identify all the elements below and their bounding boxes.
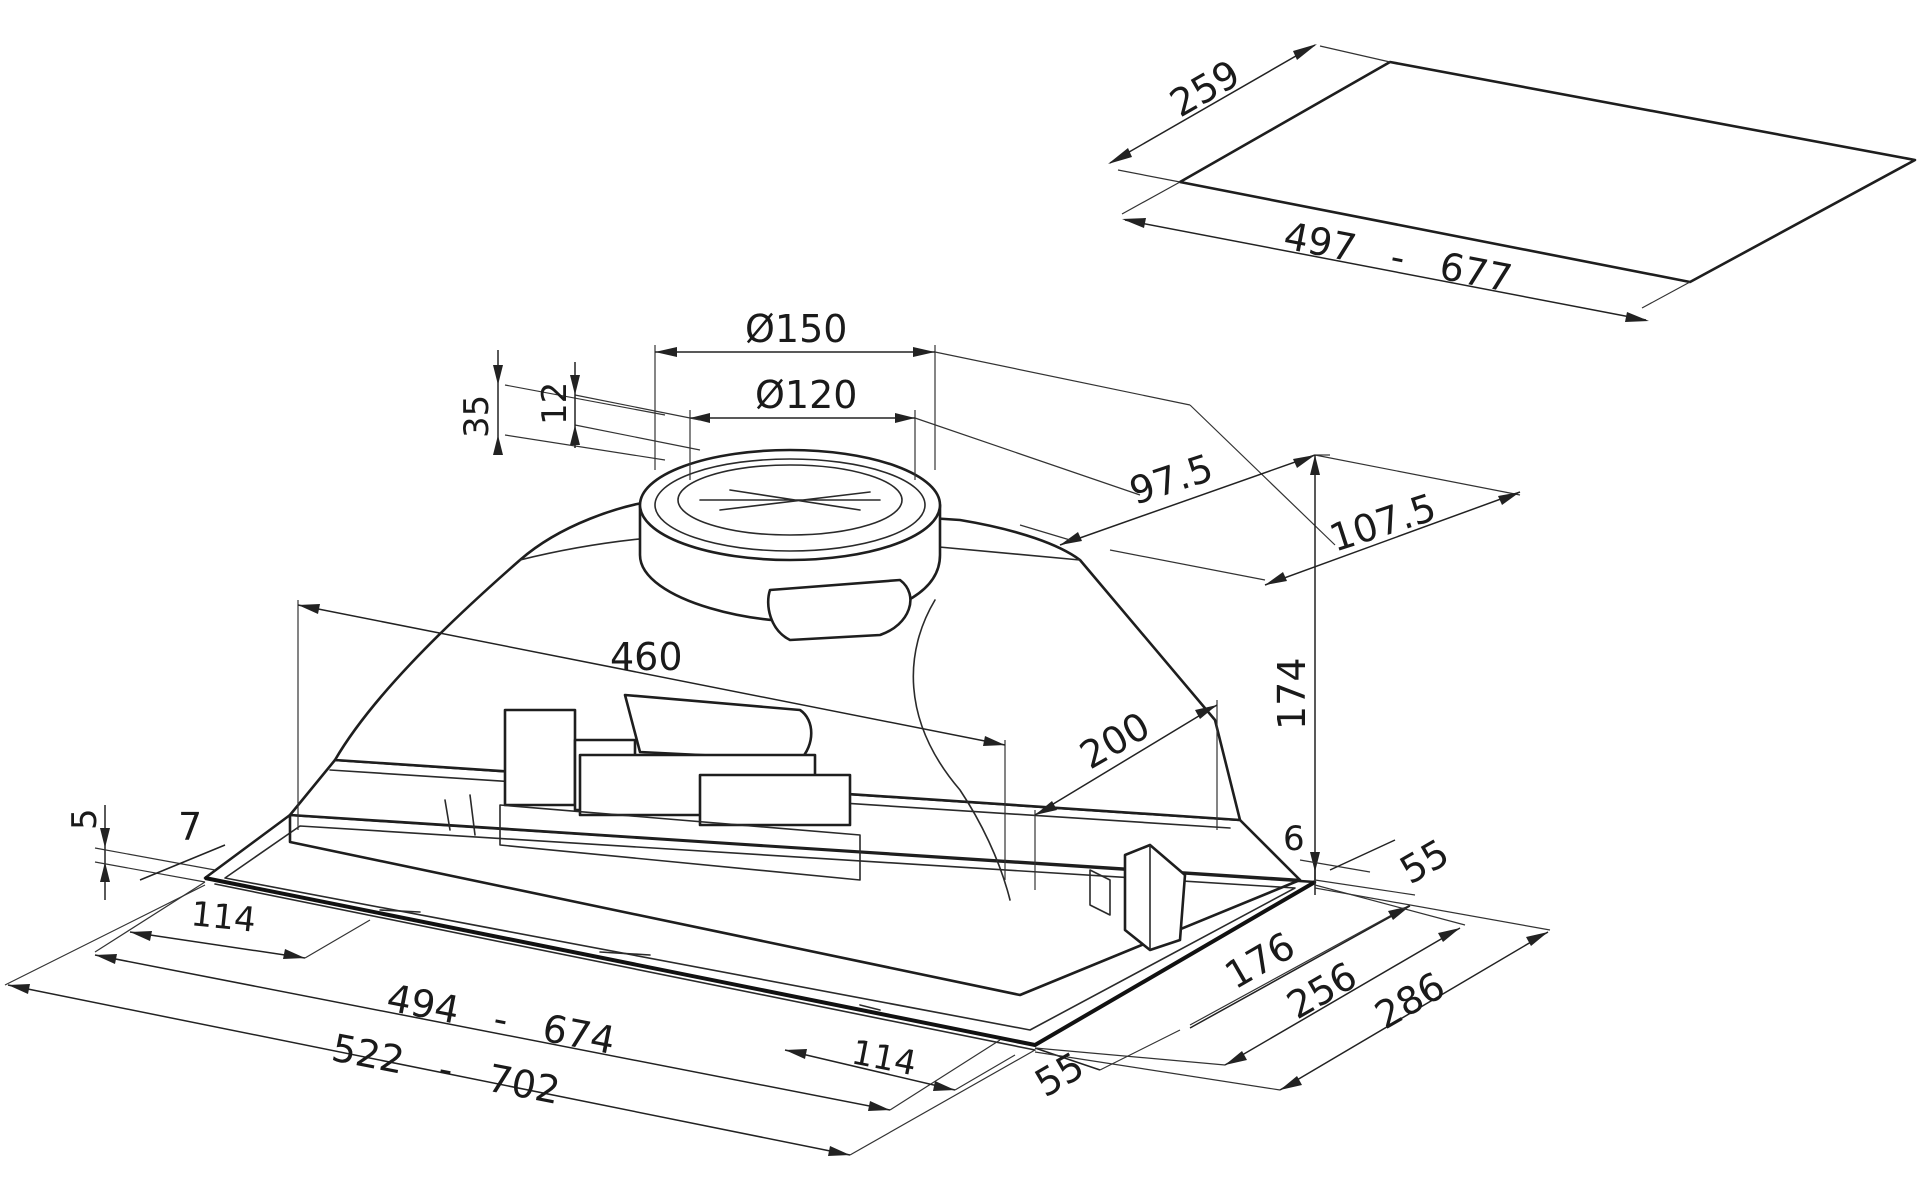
fixing-55-back-label: 55: [1393, 831, 1457, 893]
outlet-inner-diameter-label: Ø120: [755, 373, 857, 417]
offset-97-5-label: 97.5: [1124, 446, 1218, 514]
outlet-outer-diameter-label: Ø150: [745, 307, 847, 351]
collar-12-label: 12: [535, 382, 575, 425]
body-length-label: 460: [610, 635, 683, 679]
offset-107-5-label: 107.5: [1324, 485, 1441, 560]
hood-height-label: 174: [1270, 657, 1314, 730]
outlet-collar: [638, 448, 942, 642]
fixing-left-114-label: 114: [189, 894, 258, 941]
hood-dimensions: [4, 345, 1551, 1156]
hood-body: [203, 498, 1317, 1051]
flange-6-label: 6: [1283, 819, 1305, 859]
fixing-right-114-label: 114: [848, 1033, 919, 1085]
panel-length-label: 497 - 677: [1280, 214, 1515, 301]
edge-5-label: 5: [65, 808, 105, 830]
collar-35-label: 35: [457, 395, 497, 438]
panel-width-label: 259: [1163, 51, 1248, 125]
edge-7-label: 7: [178, 805, 202, 849]
cutout-panel: [1108, 44, 1917, 322]
